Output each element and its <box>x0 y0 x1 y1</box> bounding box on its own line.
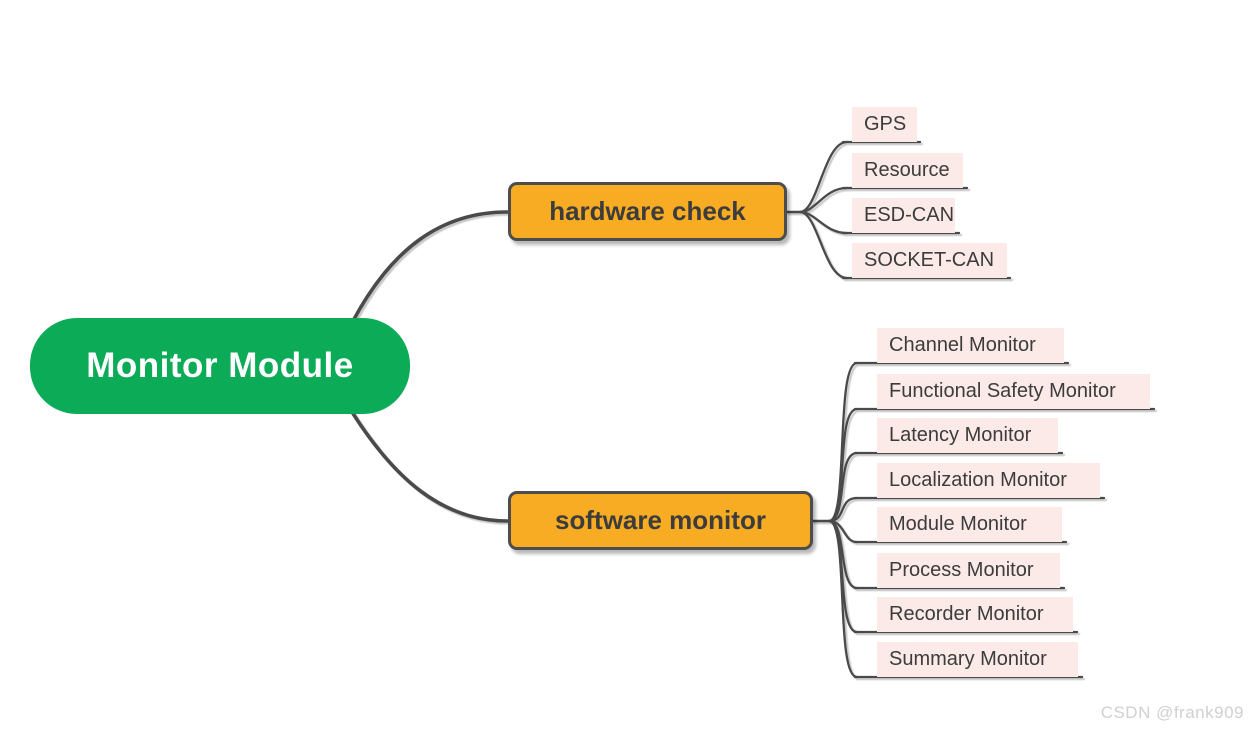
leaf-node-functional-safety-monitor[interactable]: Functional Safety Monitor <box>877 374 1150 409</box>
leaf-node-gps[interactable]: GPS <box>852 107 917 142</box>
connector-root-to-software-monitor <box>350 410 509 523</box>
leaf-node-channel-monitor[interactable]: Channel Monitor <box>877 328 1064 363</box>
connector-sw-to-summary <box>827 519 859 679</box>
root-node-monitor-module[interactable]: Monitor Module <box>30 318 410 414</box>
connector-hw-to-resource <box>798 186 849 214</box>
leaf-node-module-monitor[interactable]: Module Monitor <box>877 507 1062 542</box>
connector-sw-to-latency <box>827 451 859 523</box>
leaf-node-resource[interactable]: Resource <box>852 153 963 188</box>
watermark: CSDN @frank909 <box>1100 703 1244 722</box>
leaf-node-summary-monitor[interactable]: Summary Monitor <box>877 642 1078 677</box>
branch-node-hardware-check[interactable]: hardware check <box>508 182 787 241</box>
leaf-node-esd-can[interactable]: ESD-CAN <box>852 198 955 233</box>
branch-node-software-monitor[interactable]: software monitor <box>508 491 813 550</box>
leaf-node-process-monitor[interactable]: Process Monitor <box>877 553 1060 588</box>
leaf-node-latency-monitor[interactable]: Latency Monitor <box>877 418 1058 453</box>
connector-hw-to-gps <box>798 140 849 214</box>
leaf-node-recorder-monitor[interactable]: Recorder Monitor <box>877 597 1073 632</box>
leaf-node-localization-monitor[interactable]: Localization Monitor <box>877 463 1100 498</box>
connector-root-to-hardware-check <box>351 210 509 323</box>
connector-hw-to-socket-can <box>798 210 849 280</box>
leaf-node-socket-can[interactable]: SOCKET-CAN <box>852 243 1007 278</box>
